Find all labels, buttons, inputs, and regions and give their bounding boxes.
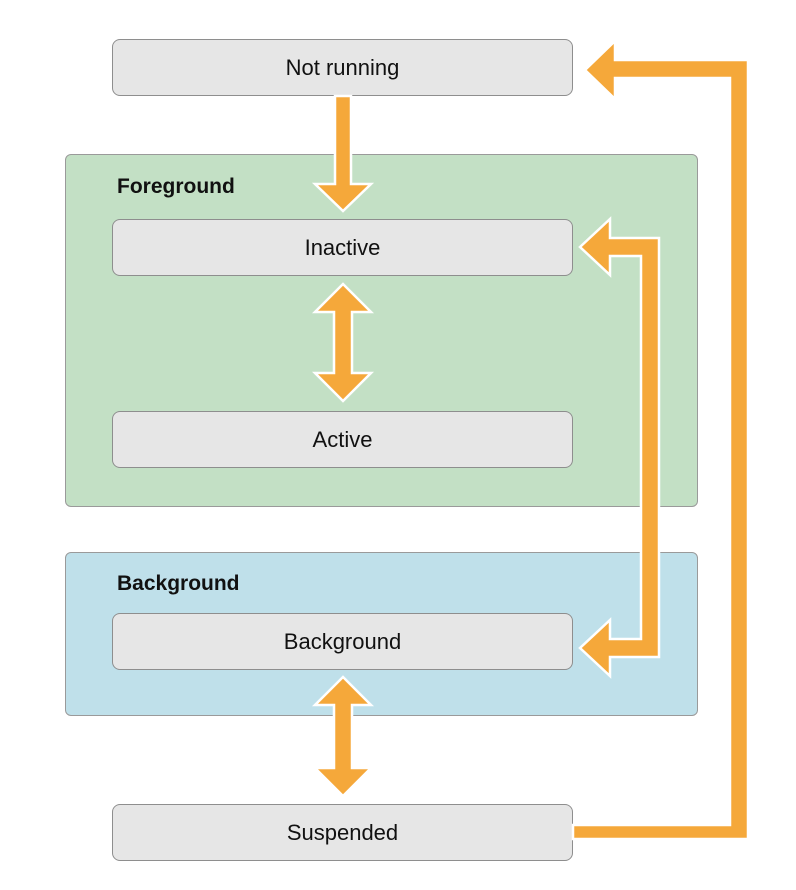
arrow-background-inactive bbox=[578, 216, 661, 679]
arrow-background-suspended bbox=[311, 675, 375, 798]
state-not-running: Not running bbox=[112, 39, 573, 96]
arrow-not-running-to-inactive bbox=[311, 94, 375, 213]
state-background: Background bbox=[112, 613, 573, 670]
state-inactive: Inactive bbox=[112, 219, 573, 276]
background-group-title: Background bbox=[117, 572, 240, 595]
state-suspended: Suspended bbox=[112, 804, 573, 861]
state-active: Active bbox=[112, 411, 573, 468]
arrow-suspended-to-not-running bbox=[571, 38, 750, 841]
foreground-group-title: Foreground bbox=[117, 175, 235, 198]
arrow-inactive-active bbox=[311, 282, 375, 403]
